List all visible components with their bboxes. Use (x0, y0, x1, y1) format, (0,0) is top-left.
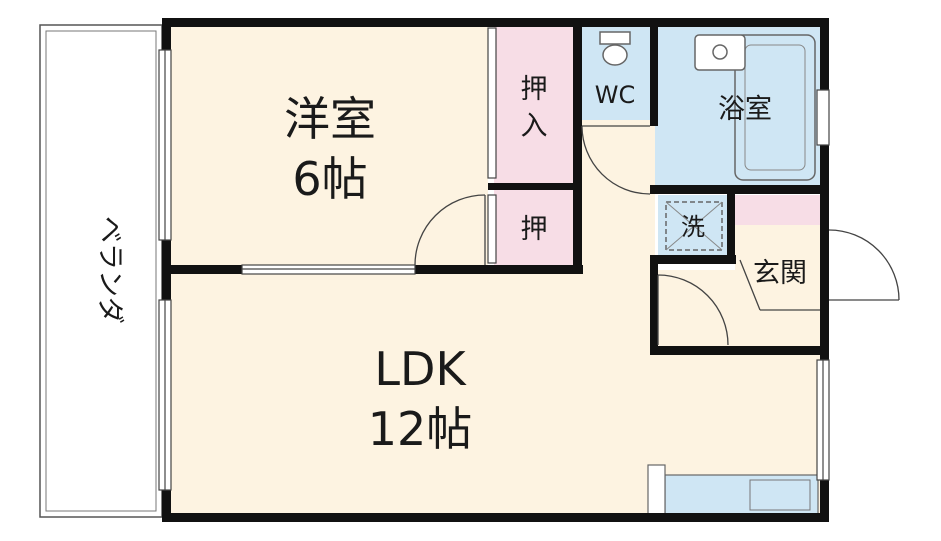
shoe-closet-floor (735, 195, 823, 225)
western-room-size: 6帖 (292, 152, 367, 206)
entrance-floor (735, 225, 823, 350)
closet-lower-label: 押 (521, 214, 548, 245)
western-room-floor (168, 25, 488, 270)
toilet-icon (599, 31, 631, 66)
fridge-space (647, 464, 666, 516)
windows (158, 27, 830, 491)
washer-icon (665, 201, 723, 251)
sink-icon (694, 34, 746, 71)
walls (162, 18, 829, 522)
veranda-label: ベランダ (94, 216, 125, 324)
hallway-floor (575, 120, 655, 270)
veranda (39, 24, 163, 518)
western-room-name: 洋室 (284, 92, 376, 146)
entrance-label: 玄関 (753, 258, 807, 289)
washer-label: 洗 (681, 213, 705, 241)
ldk-name: LDK (374, 342, 467, 396)
door-swings (414, 125, 900, 346)
bath-label: 浴室 (718, 94, 772, 125)
closet-upper-label-1: 押 (521, 74, 548, 105)
kitchen-sink (749, 479, 811, 511)
closet-lower-floor (494, 190, 575, 265)
closet-upper-label-2: 入 (521, 111, 548, 142)
wc-label: WC (595, 81, 636, 109)
bathtub (734, 34, 816, 181)
closet-upper-floor (494, 25, 575, 183)
ldk-size: 12帖 (368, 402, 473, 456)
